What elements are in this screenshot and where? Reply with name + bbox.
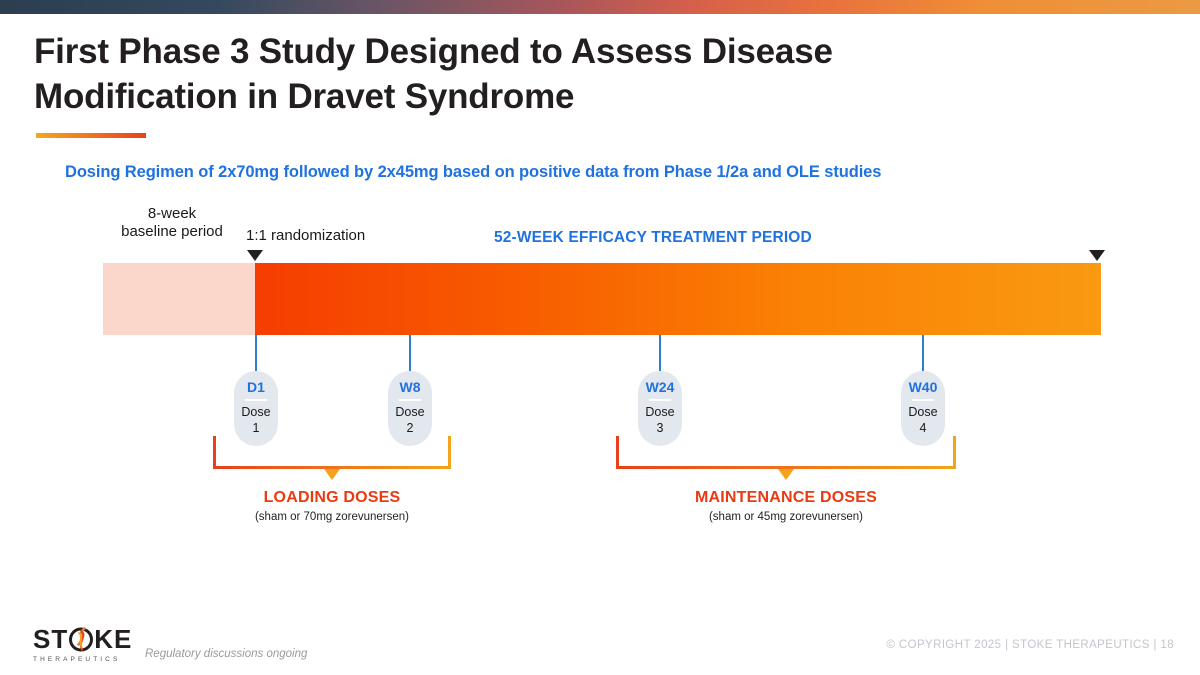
dose-pill-3-label-line2: 3: [656, 420, 664, 435]
dose-pill-1-code: D1: [247, 379, 265, 395]
stoke-logo-text-part2: KE: [94, 624, 133, 654]
stoke-logo-text-part1: ST: [33, 624, 69, 654]
dose-pill-3-label-line1: Dose: [645, 405, 675, 419]
dose-pill-2-label-line1: Dose: [395, 405, 425, 419]
loading-bracket-arrow-icon: [324, 469, 340, 480]
dose-pill-2-code: W8: [399, 379, 421, 395]
loading-doses-caption: LOADING DOSES (sham or 70mg zorevunersen…: [212, 489, 452, 523]
randomization-marker-icon: [247, 250, 263, 261]
loading-doses-bracket: [213, 436, 451, 480]
dose-pill-4-label-line2: 4: [919, 420, 927, 435]
maintenance-bracket-arrow-icon: [778, 469, 794, 480]
dose-pill-3[interactable]: W24 Dose 3: [638, 371, 682, 446]
connector-line-dose-1: [255, 335, 257, 371]
connector-line-dose-3: [659, 335, 661, 371]
copyright-text: © COPYRIGHT 2025 | STOKE THERAPEUTICS | …: [886, 639, 1174, 651]
dose-pill-2-divider: [399, 399, 421, 401]
baseline-label-line2: baseline period: [121, 223, 223, 241]
connector-line-dose-2: [409, 335, 411, 371]
page-subtitle: Dosing Regimen of 2x70mg followed by 2x4…: [65, 163, 882, 181]
loading-doses-title: LOADING DOSES: [263, 489, 401, 506]
dose-pill-4[interactable]: W40 Dose 4: [901, 371, 945, 446]
dose-pill-1-label-line1: Dose: [241, 405, 271, 419]
maintenance-doses-title: MAINTENANCE DOSES: [694, 489, 878, 506]
dose-pill-2[interactable]: W8 Dose 2: [388, 371, 432, 446]
dose-pill-3-code: W24: [645, 379, 675, 395]
efficacy-period-label: 52-WEEK EFFICACY TREATMENT PERIOD: [494, 229, 812, 246]
loading-bracket-line: [213, 466, 451, 469]
top-gradient-bar: [0, 0, 1200, 14]
stoke-logo-tagline: THERAPEUTICS: [33, 656, 121, 663]
maintenance-bracket-right-tick: [953, 436, 956, 469]
baseline-label-line1: 8-week: [147, 205, 197, 222]
study-end-marker-icon: [1089, 250, 1105, 261]
title-accent-rule: [36, 133, 146, 138]
dose-pill-4-code: W40: [908, 379, 938, 395]
maintenance-bracket-line: [616, 466, 956, 469]
maintenance-doses-subtitle: (sham or 45mg zorevunersen): [708, 511, 864, 523]
loading-doses-subtitle: (sham or 70mg zorevunersen): [254, 511, 410, 523]
dose-pill-4-divider: [912, 399, 934, 401]
dose-pill-3-divider: [649, 399, 671, 401]
page-title: First Phase 3 Study Designed to Assess D…: [34, 32, 833, 116]
loading-bracket-right-tick: [448, 436, 451, 469]
dose-pill-4-label-line1: Dose: [908, 405, 938, 419]
loading-bracket-left-tick: [213, 436, 216, 469]
randomization-label: 1:1 randomization: [246, 227, 366, 244]
maintenance-doses-bracket: [616, 436, 956, 480]
timeline-bar: [103, 263, 1101, 335]
connector-line-dose-4: [922, 335, 924, 371]
stoke-logo: ST KE THERAPEUTICS: [33, 626, 153, 666]
maintenance-doses-caption: MAINTENANCE DOSES (sham or 45mg zorevune…: [615, 489, 957, 523]
timeline-baseline-segment: [103, 263, 255, 335]
dose-pill-1[interactable]: D1 Dose 1: [234, 371, 278, 446]
baseline-period-label: 8-week baseline period: [104, 205, 240, 242]
dose-pill-1-divider: [245, 399, 267, 401]
dose-pill-2-label-line2: 2: [406, 420, 414, 435]
footnote-text: Regulatory discussions ongoing: [145, 648, 308, 660]
dose-pill-1-label-line2: 1: [252, 420, 260, 435]
stoke-logo-wordmark: ST KE: [33, 626, 153, 652]
maintenance-bracket-left-tick: [616, 436, 619, 469]
timeline-treatment-segment: [255, 263, 1101, 335]
